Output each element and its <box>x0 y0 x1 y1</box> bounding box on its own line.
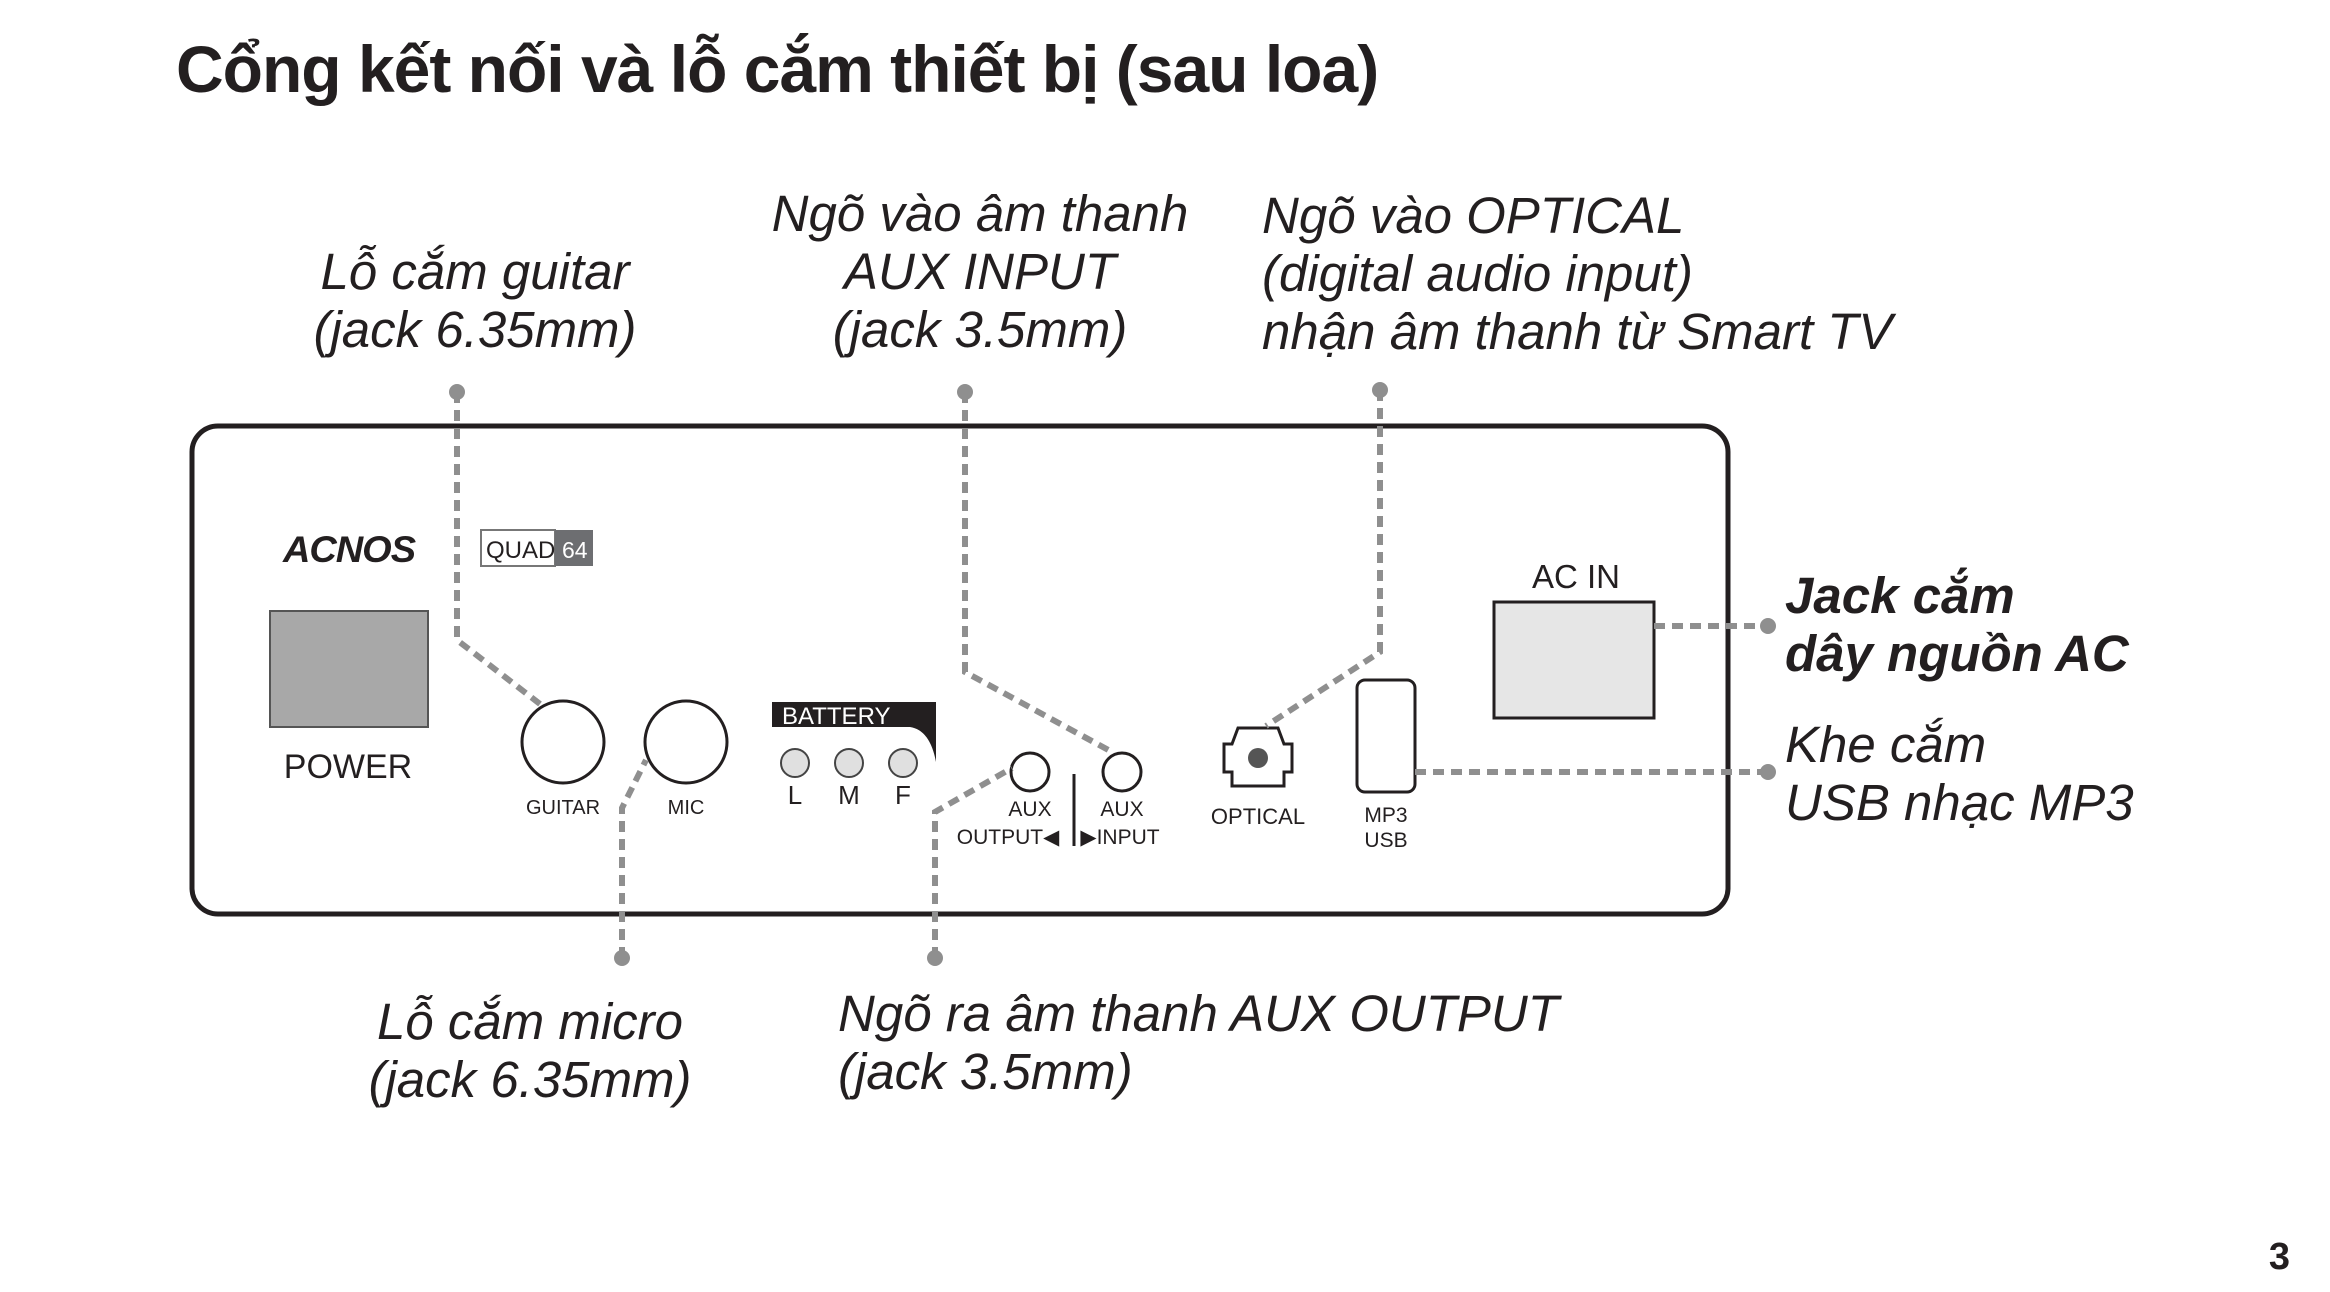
callout-optical: Ngõ vào OPTICAL (digital audio input) nh… <box>1262 187 1892 361</box>
callout-usb-line1: Khe cắm <box>1785 716 1987 773</box>
mic-label: MIC <box>668 797 705 819</box>
ac-in-label: AC IN <box>1532 558 1620 595</box>
battery-label: BATTERY <box>782 703 890 730</box>
battery-level-m: M <box>838 780 860 810</box>
callout-guitar: Lỗ cắm guitar (jack 6.35mm) <box>300 243 650 359</box>
battery-led-m <box>834 748 864 778</box>
usb-slot-icon <box>1355 678 1417 794</box>
aux-input-jack-icon <box>1101 751 1143 793</box>
callout-aux-output-line1: Ngõ ra âm thanh AUX OUTPUT <box>838 985 1559 1042</box>
page-number: 3 <box>2268 1236 2290 1278</box>
quad64-badge: QUAD 64 <box>480 529 593 567</box>
callout-aux-input-line1: Ngõ vào âm thanh <box>771 185 1189 242</box>
callout-guitar-line1: Lỗ cắm guitar <box>320 243 630 300</box>
callout-aux-input-line3: (jack 3.5mm) <box>832 301 1128 358</box>
rear-panel-outline <box>189 423 1731 917</box>
callout-mic-line2: (jack 6.35mm) <box>368 1051 692 1108</box>
callout-optical-line3: nhận âm thanh từ Smart TV <box>1262 303 1893 360</box>
guitar-jack-icon <box>520 699 606 785</box>
callout-aux-input-line2: AUX INPUT <box>843 243 1117 300</box>
callout-ac-jack-line2: dây nguồn AC <box>1785 625 2129 682</box>
leader-line-guitar <box>454 392 542 707</box>
callout-optical-line2: (digital audio input) <box>1262 245 1693 302</box>
aux-input-label-line1: AUX <box>1100 798 1143 821</box>
callout-usb-line2: USB nhạc MP3 <box>1785 774 2134 831</box>
power-label: POWER <box>284 748 412 786</box>
mp3-label-line1: MP3 <box>1364 804 1407 827</box>
page-title: Cổng kết nối và lỗ cắm thiết bị (sau loa… <box>176 32 1379 106</box>
battery-led-f <box>888 748 918 778</box>
quad-badge-text: QUAD <box>486 537 555 564</box>
leader-dot-aux-output <box>927 950 943 966</box>
leader-line-aux-input <box>962 392 1114 755</box>
callout-aux-input: Ngõ vào âm thanh AUX INPUT (jack 3.5mm) <box>760 185 1200 359</box>
callout-ac-jack: Jack cắm dây nguồn AC <box>1785 567 2129 683</box>
mic-jack-icon <box>643 699 729 785</box>
aux-input-label-line2: ▶INPUT <box>1080 826 1159 849</box>
aux-output-label-line1: AUX <box>1008 798 1051 821</box>
battery-led-l <box>780 748 810 778</box>
aux-output-jack-icon <box>1009 751 1051 793</box>
power-switch-icon <box>269 610 429 728</box>
acnos-logo: ACNOS <box>282 529 416 570</box>
callout-aux-output-line2: (jack 3.5mm) <box>838 1043 1133 1100</box>
mp3-label-line2: USB <box>1364 829 1407 852</box>
leader-dot-optical <box>1372 382 1388 398</box>
battery-indicator: BATTERY L M F <box>772 702 936 810</box>
callout-optical-line1: Ngõ vào OPTICAL <box>1262 187 1685 244</box>
callout-ac-jack-line1: Jack cắm <box>1785 567 2015 624</box>
leader-line-mic <box>619 758 649 958</box>
leader-dot-usb <box>1760 764 1776 780</box>
ac-socket-icon <box>1492 600 1656 720</box>
leader-dot-mic <box>614 950 630 966</box>
callout-mic: Lỗ cắm micro (jack 6.35mm) <box>350 993 710 1109</box>
leader-dot-ac <box>1760 618 1776 634</box>
callout-aux-output: Ngõ ra âm thanh AUX OUTPUT (jack 3.5mm) <box>838 985 1559 1101</box>
optical-port-icon <box>1222 726 1294 788</box>
battery-level-f: F <box>895 780 911 810</box>
callout-mic-line1: Lỗ cắm micro <box>376 993 684 1050</box>
leader-line-aux-output <box>932 765 1014 958</box>
callout-usb: Khe cắm USB nhạc MP3 <box>1785 716 2134 832</box>
leader-dot-aux-input <box>957 384 973 400</box>
guitar-label: GUITAR <box>526 797 600 819</box>
callout-guitar-line2: (jack 6.35mm) <box>313 301 637 358</box>
leader-dot-guitar <box>449 384 465 400</box>
optical-label: OPTICAL <box>1211 804 1305 829</box>
battery-level-l: L <box>788 780 802 810</box>
quad-badge-number: 64 <box>562 537 588 563</box>
leader-line-optical <box>1264 390 1383 729</box>
aux-output-label-line2: OUTPUT◀ <box>957 826 1060 849</box>
